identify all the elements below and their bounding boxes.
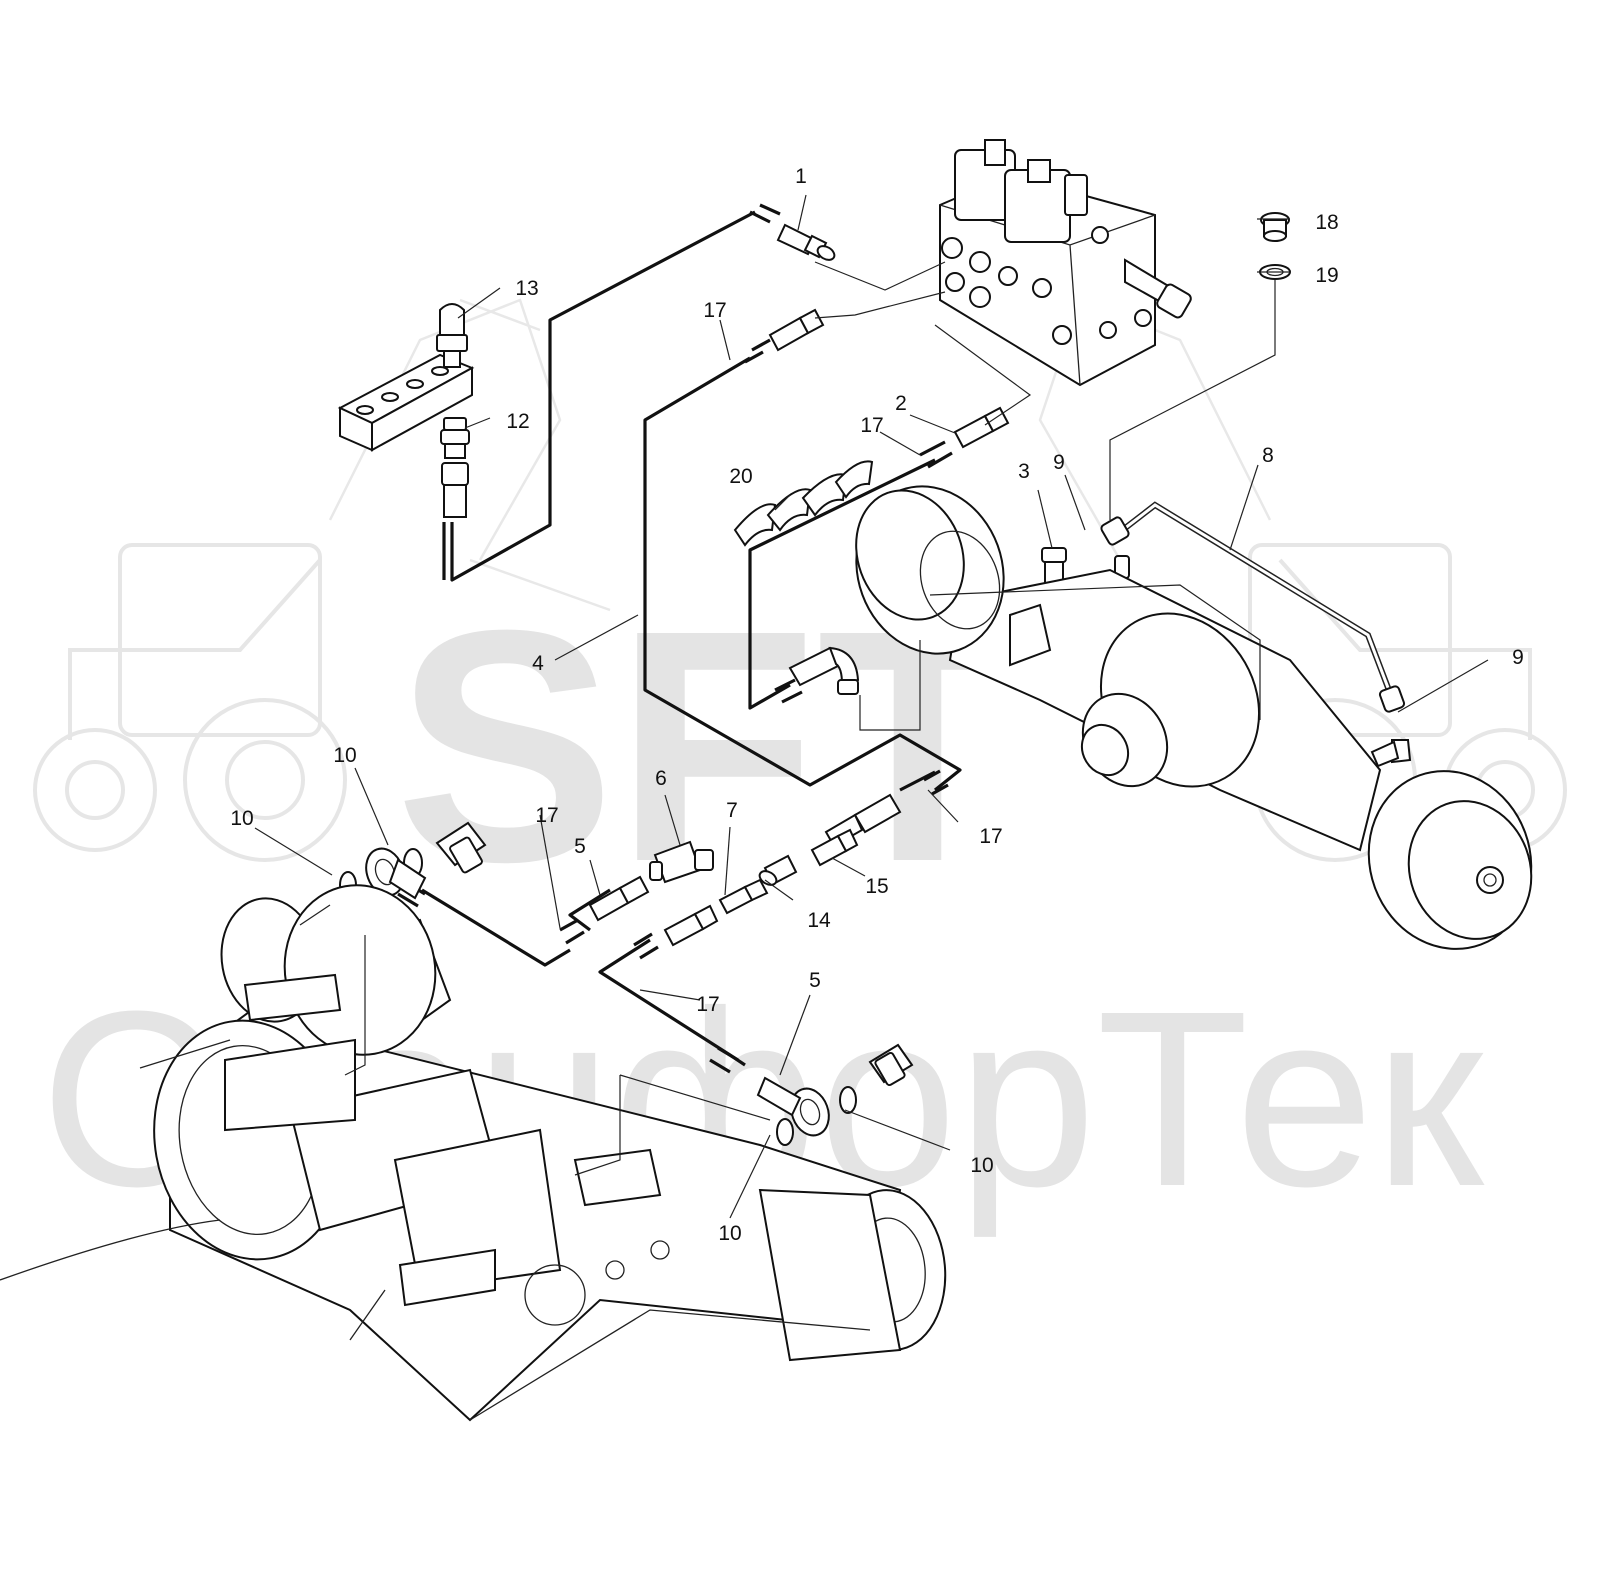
callout-9-lower: 9 <box>1512 646 1524 669</box>
callout-15: 15 <box>865 875 888 898</box>
callout-17-right: 17 <box>979 825 1002 848</box>
rear-axle <box>0 884 947 1422</box>
hose-fitting-1 <box>776 223 836 261</box>
tee-fitting-6 <box>649 840 714 884</box>
leader-lines <box>254 194 1489 1219</box>
elbow-fitting <box>788 646 860 695</box>
adapter-12 <box>440 417 470 459</box>
callout-12: 12 <box>506 410 529 433</box>
adapter-7 <box>718 878 769 915</box>
valve-ports <box>941 226 1152 345</box>
callout-19: 19 <box>1315 264 1338 287</box>
distribution-block <box>337 353 475 452</box>
callout-4: 4 <box>532 652 544 675</box>
fitting-5-left <box>588 875 650 922</box>
callout-2: 2 <box>895 392 907 415</box>
callout-3: 3 <box>1018 460 1030 483</box>
callout-10-top: 10 <box>333 744 356 767</box>
callout-7: 7 <box>726 799 738 822</box>
hose-fitting-lower <box>663 904 719 947</box>
callout-13: 13 <box>515 277 538 300</box>
callout-labels: 1 2 3 4 5 5 6 7 8 9 9 10 10 10 10 12 13 … <box>230 165 1524 1245</box>
hose-end-fitting <box>441 462 469 518</box>
callout-9-upper: 9 <box>1053 451 1065 474</box>
adapter-14 <box>758 854 798 886</box>
banjo-bolt-lower <box>868 1043 914 1087</box>
callout-10-bottom: 10 <box>718 1222 741 1245</box>
callout-8: 8 <box>1262 444 1274 467</box>
callout-10-right: 10 <box>970 1154 993 1177</box>
callout-17-lower: 17 <box>696 993 719 1016</box>
callout-5-lower: 5 <box>809 969 821 992</box>
solenoid-coil <box>954 139 1088 243</box>
callout-14: 14 <box>807 909 831 932</box>
hose-clips-20 <box>733 460 874 547</box>
banjo-bolt-upper <box>435 821 487 874</box>
callout-10-left: 10 <box>230 807 253 830</box>
bleed-nipple-13 <box>436 303 468 368</box>
plug-18 <box>1260 212 1290 242</box>
valve-cartridge <box>1124 258 1192 319</box>
callout-17-left: 17 <box>535 804 558 827</box>
banjo-eye-upper <box>365 847 427 900</box>
elbow-9-lower <box>1370 685 1412 768</box>
nipple-15 <box>810 828 859 867</box>
steering-pipe-8 <box>1118 501 1393 695</box>
callout-5-left: 5 <box>574 835 586 858</box>
valve-block <box>939 139 1192 387</box>
watermark-tractor-left <box>33 298 611 862</box>
callout-17-mid: 17 <box>860 414 883 437</box>
callout-1: 1 <box>795 165 807 188</box>
hose-fitting-17-top <box>768 308 825 352</box>
front-axle <box>855 485 1533 950</box>
callout-20: 20 <box>729 465 752 488</box>
callout-18: 18 <box>1315 211 1338 234</box>
hose-fitting-2 <box>953 406 1010 449</box>
callout-17-top: 17 <box>703 299 726 322</box>
callout-6: 6 <box>655 767 667 790</box>
banjo-eye-lower <box>756 1076 857 1146</box>
